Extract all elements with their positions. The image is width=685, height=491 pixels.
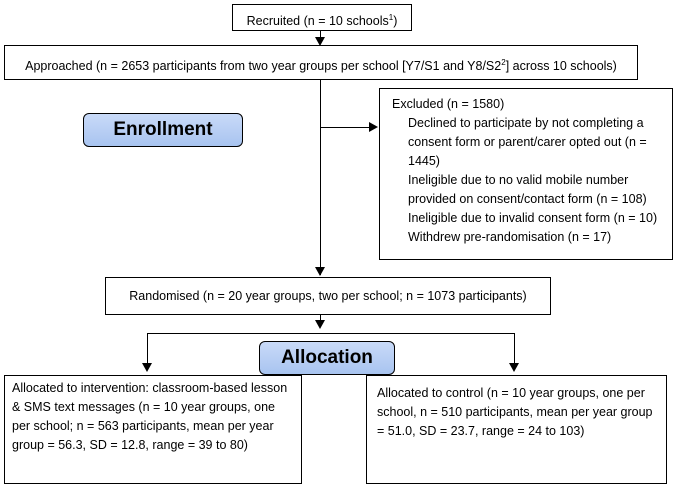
connector-to-excluded	[320, 127, 372, 128]
approached-footnote: 2	[501, 58, 506, 67]
recruited-close: )	[393, 14, 398, 29]
connector-approached-randomised	[320, 80, 321, 275]
arrowhead-to-excluded	[369, 122, 378, 132]
approached-text-end: ] across 10 schools)	[505, 59, 617, 74]
control-text: Allocated to control (n = 10 year groups…	[377, 386, 653, 438]
arrowhead-to-split	[315, 320, 325, 329]
recruited-footnote: 1	[388, 13, 394, 22]
arrowhead-to-approached	[315, 37, 325, 46]
excluded-reason-withdrew: Withdrew pre-randomisation (n = 17)	[408, 230, 612, 244]
randomised-text: Randomised (n = 20 year groups, two per …	[129, 289, 527, 303]
arrowhead-to-control	[509, 363, 519, 372]
approached-text: Approached (n = 2653 participants from t…	[25, 59, 502, 74]
recruited-box: Recruited (n = 10 schools1)	[232, 4, 412, 31]
excluded-reason-no-mobile: Ineligible due to no valid mobile number…	[408, 173, 647, 206]
intervention-box: Allocated to intervention: classroom-bas…	[4, 375, 302, 484]
excluded-reason-declined: Declined to participate by not completin…	[408, 116, 647, 168]
connector-split-horizontal	[147, 333, 515, 334]
connector-to-control	[514, 333, 515, 364]
recruited-text: Recruited (n = 10 schools	[246, 14, 389, 29]
enrollment-label: Enrollment	[83, 113, 243, 147]
intervention-text: Allocated to intervention: classroom-bas…	[12, 381, 288, 452]
approached-box: Approached (n = 2653 participants from t…	[4, 45, 638, 80]
randomised-box: Randomised (n = 20 year groups, two per …	[105, 277, 551, 315]
arrowhead-to-randomised	[315, 267, 325, 276]
allocation-label: Allocation	[259, 341, 395, 375]
excluded-box: Excluded (n = 1580) Declined to particip…	[379, 88, 673, 260]
control-box: Allocated to control (n = 10 year groups…	[366, 375, 667, 484]
arrowhead-to-intervention	[142, 363, 152, 372]
excluded-reason-invalid-consent: Ineligible due to invalid consent form (…	[408, 211, 658, 225]
excluded-title: Excluded (n = 1580)	[392, 97, 505, 111]
connector-to-intervention	[147, 333, 148, 364]
